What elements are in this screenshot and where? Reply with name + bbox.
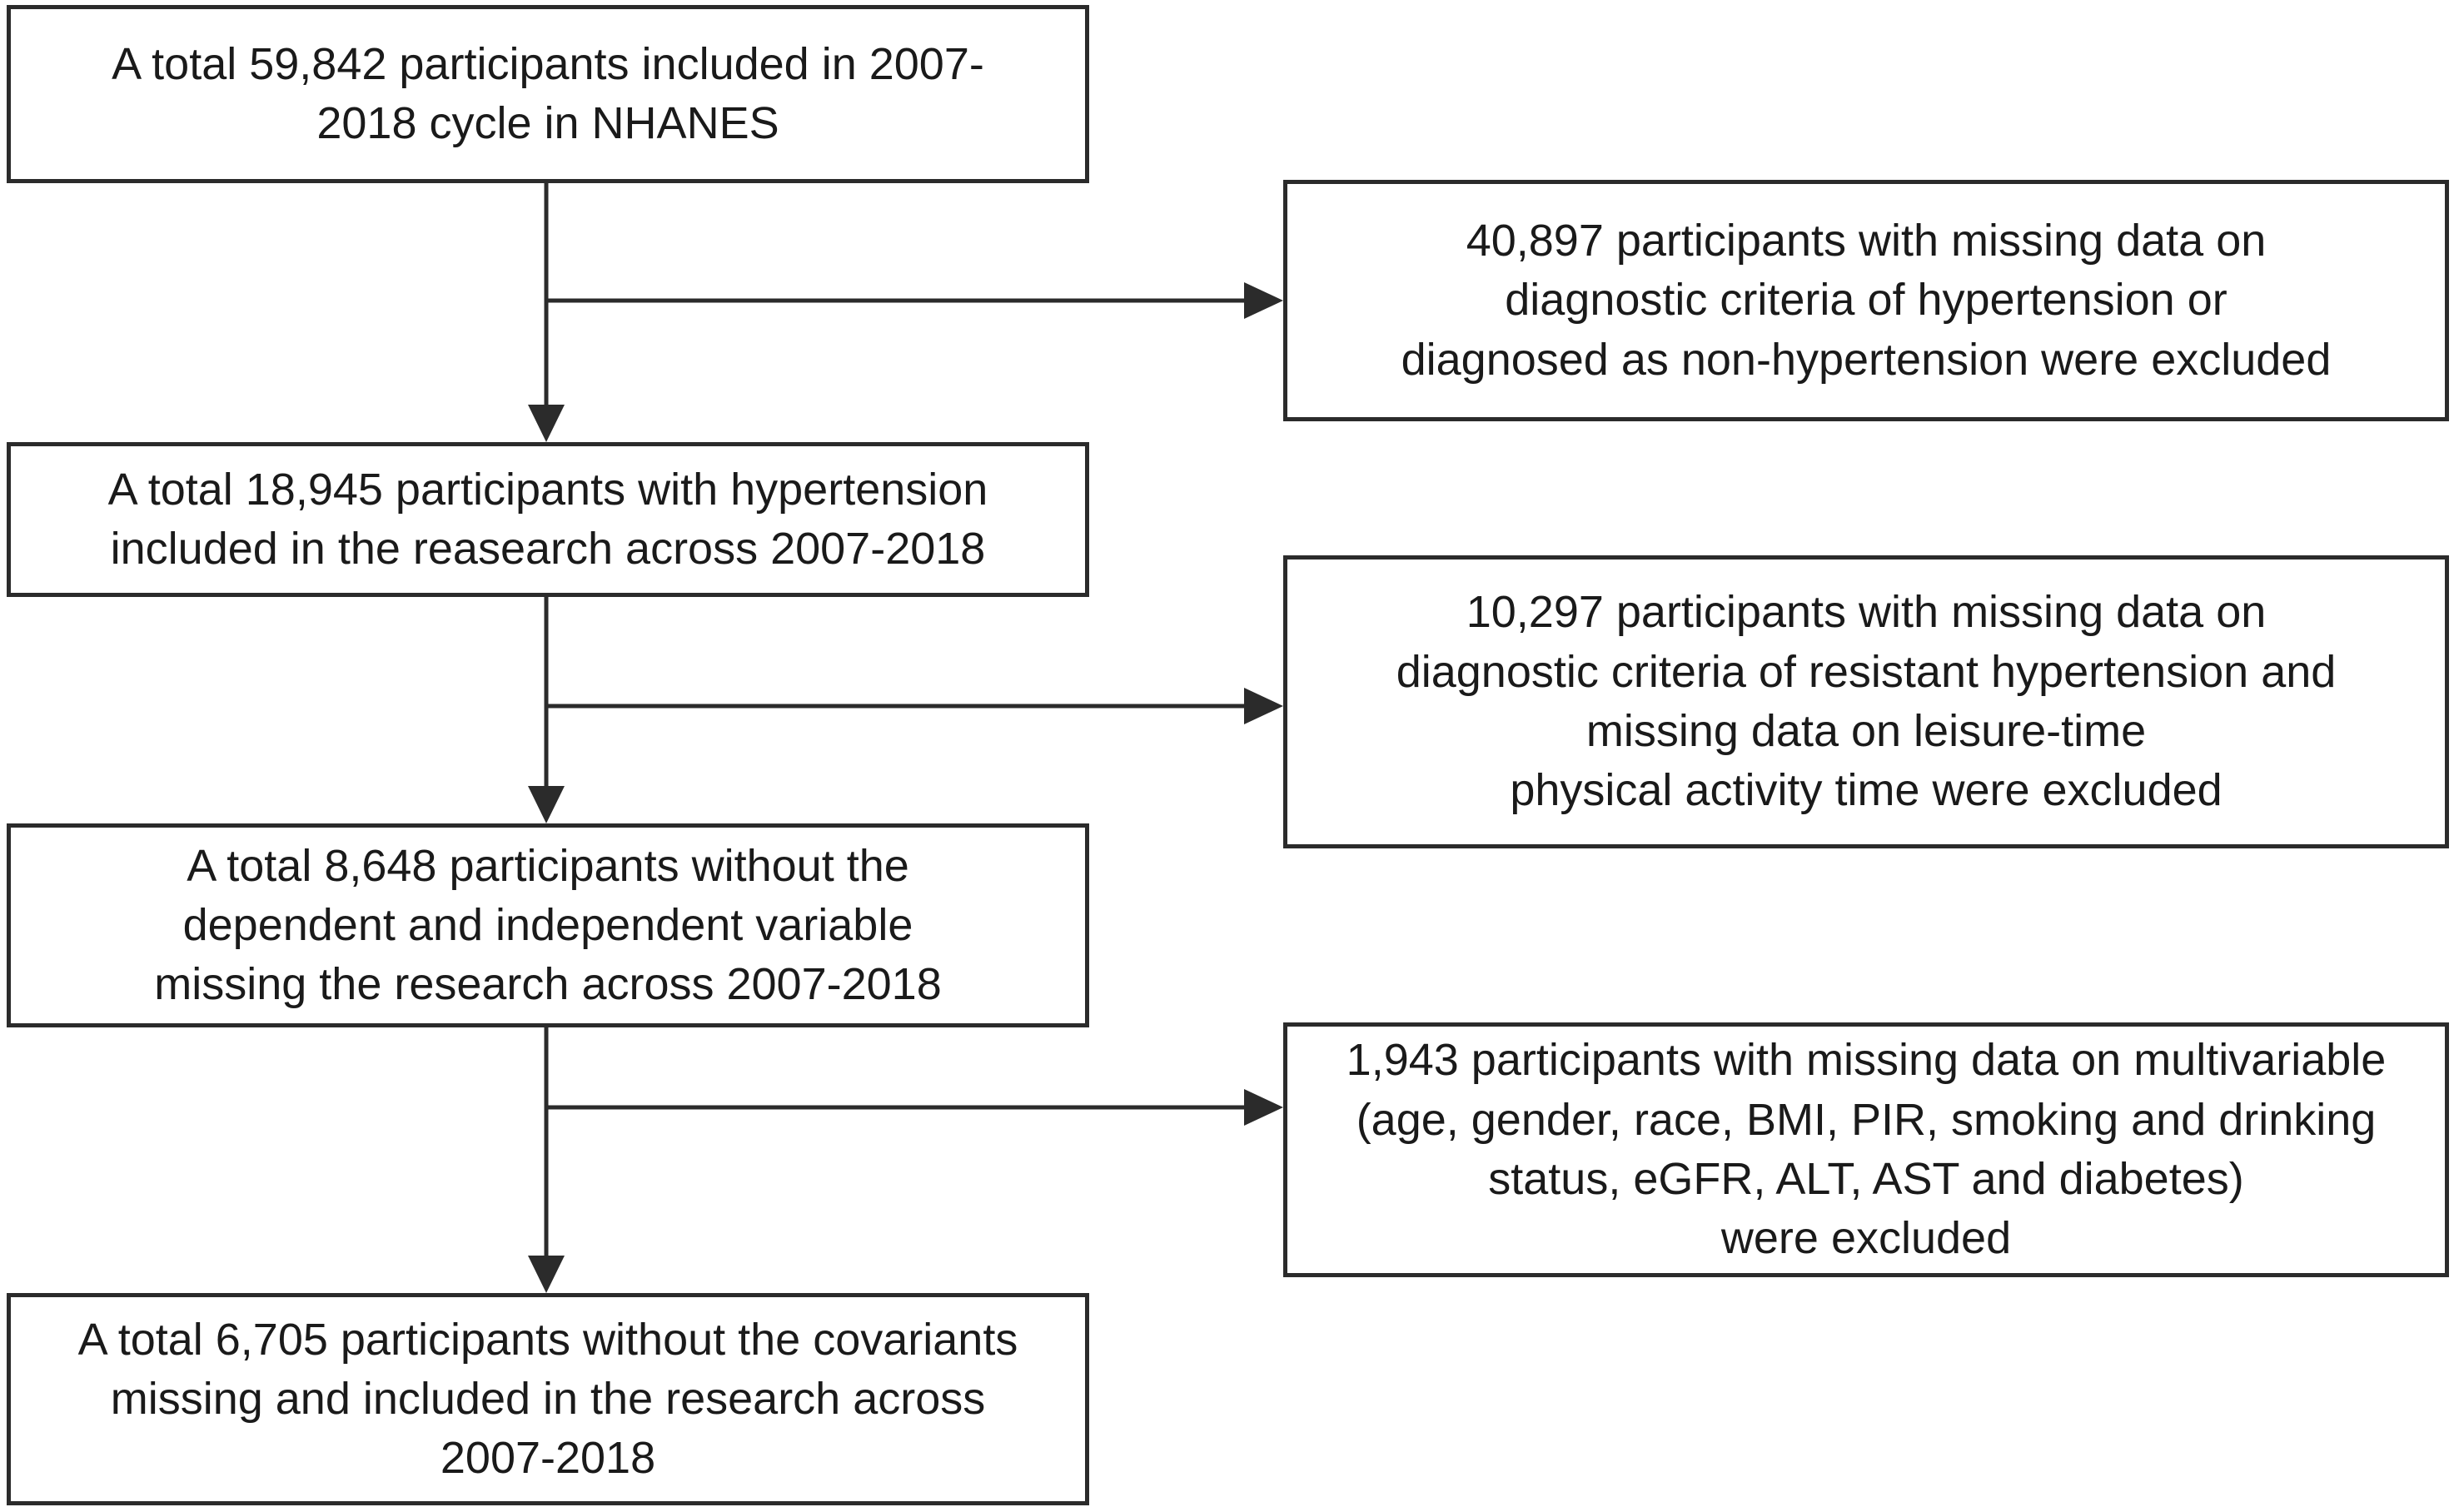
box-line: A total 8,648 participants without the [187,840,909,891]
box-line: missing the research across 2007-2018 [154,959,942,1010]
box-line: A total 59,842 participants included in … [112,38,984,89]
arrowhead-to-exclusion-2 [1244,688,1283,724]
box-line: status, eGFR, ALT, AST and diabetes) [1488,1154,2244,1204]
box-line: physical activity time were excluded [1510,765,2223,816]
arrowhead-to-exclusion-1 [1244,282,1283,319]
box-text: A total 59,842 participants included in … [112,35,984,154]
box-text: A total 8,648 participants without the d… [154,837,942,1015]
box-exclusion-resistant-hypertension: 10,297 participants with missing data on… [1283,555,2449,848]
box-line: 10,297 participants with missing data on [1466,587,2267,638]
box-text: A total 6,705 participants without the c… [78,1311,1018,1489]
box-total-participants: A total 59,842 participants included in … [7,5,1089,183]
box-line: 1,943 participants with missing data on … [1346,1035,2387,1086]
arrowhead-to-dependent [528,786,565,823]
box-line: diagnostic criteria of resistant hyperte… [1396,646,2337,697]
box-line: included in the reasearch across 2007-20… [110,524,986,574]
box-line: dependent and independent variable [182,899,913,950]
arrowhead-to-hypertension [528,405,565,442]
box-line: missing and included in the research acr… [110,1373,986,1424]
box-line: diagnosed as non-hypertension were exclu… [1401,334,2332,385]
box-line: (age, gender, race, BMI, PIR, smoking an… [1356,1094,2377,1145]
box-line: A total 18,945 participants with hyperte… [107,464,988,515]
box-text: A total 18,945 participants with hyperte… [108,460,988,579]
box-line: 2007-2018 [440,1433,656,1484]
box-line: were excluded [1720,1213,2012,1264]
box-line: 40,897 participants with missing data on [1466,216,2267,266]
box-text: 1,943 participants with missing data on … [1346,1031,2387,1268]
box-hypertension-participants: A total 18,945 participants with hyperte… [7,442,1089,597]
box-line: missing data on leisure-time [1585,706,2147,756]
box-final-sample: A total 6,705 participants without the c… [7,1293,1089,1505]
box-variable-complete-participants: A total 8,648 participants without the d… [7,823,1089,1027]
box-line: diagnostic criteria of hypertension or [1505,275,2228,326]
arrowhead-to-exclusion-3 [1244,1089,1283,1126]
arrowhead-to-final [528,1256,565,1293]
box-line: A total 6,705 participants without the c… [77,1314,1018,1365]
box-text: 40,897 participants with missing data on… [1401,211,2332,390]
box-line: 2018 cycle in NHANES [316,98,779,148]
box-exclusion-covariates: 1,943 participants with missing data on … [1283,1022,2449,1277]
box-text: 10,297 participants with missing data on… [1396,583,2337,820]
box-exclusion-non-hypertension: 40,897 participants with missing data on… [1283,180,2449,421]
